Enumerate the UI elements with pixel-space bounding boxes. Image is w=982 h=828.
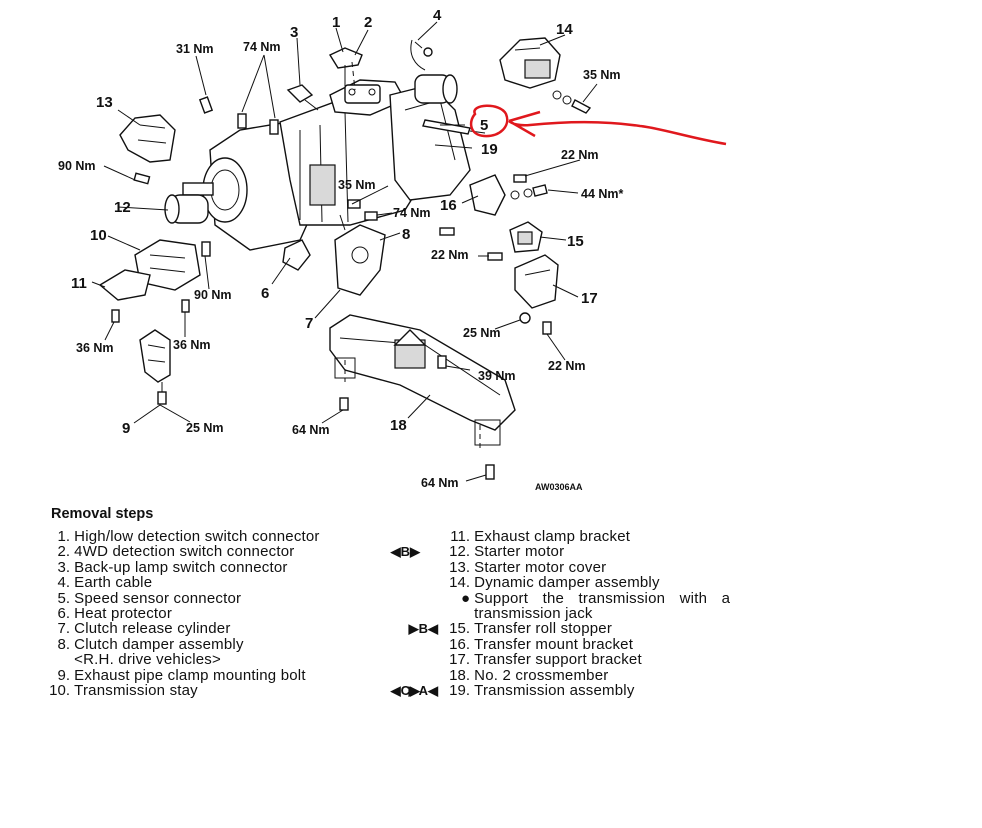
clutch-release-cylinder-7 — [334, 214, 386, 296]
red-arrow — [508, 110, 727, 146]
step-row: 12. Starter motor — [449, 543, 565, 561]
bullet-icon: ● — [460, 589, 470, 607]
earth-cable-4 — [410, 39, 433, 71]
service-mark-a: ▶A◀ — [408, 682, 438, 698]
starter-motor-cover-13 — [119, 114, 176, 163]
step-row: ● Support the transmission with a — [440, 589, 760, 607]
callout-8: 8 — [402, 226, 410, 243]
callout-5: 5 — [480, 117, 488, 134]
leader-lines — [91, 21, 598, 482]
step-row: ▶B◀15. Transfer roll stopper — [408, 620, 613, 638]
step-row: 17. Transfer support bracket — [449, 651, 642, 669]
transfer-support-bracket-17 — [514, 254, 559, 309]
service-mark-b: ▶B◀ — [408, 621, 438, 637]
callout-18: 18 — [390, 417, 407, 434]
steps-left-column: 1. High/low detection switch connector 2… — [40, 528, 420, 699]
torque-90-lower: 90 Nm — [194, 288, 232, 302]
torque-22-lower: 22 Nm — [548, 359, 586, 373]
step-row: 16. Transfer mount bracket — [449, 635, 634, 653]
fasteners — [111, 96, 552, 480]
removal-steps-title: Removal steps — [51, 506, 154, 522]
callout-17: 17 — [581, 290, 598, 307]
step-row: 3. Back-up lamp switch connector — [57, 558, 288, 576]
step-row: 5. Speed sensor connector — [57, 589, 242, 607]
torque-25-right: 25 Nm — [463, 326, 501, 340]
torque-36-right: 36 Nm — [173, 338, 211, 352]
step-row: 4. Earth cable — [57, 574, 153, 592]
callout-13: 13 — [96, 94, 113, 111]
torque-44: 44 Nm* — [581, 187, 624, 201]
step-row: <R.H. drive vehicles> — [74, 651, 221, 669]
torque-64-left: 64 Nm — [292, 423, 330, 437]
torque-labels: 31 Nm 74 Nm 35 Nm 90 Nm 22 Nm 44 Nm* 35 … — [58, 40, 624, 492]
step-row: 13. Starter motor cover — [449, 558, 607, 576]
callout-12: 12 — [114, 199, 131, 216]
red-annotation — [469, 104, 727, 146]
exhaust-clamp-bracket-11 — [98, 269, 151, 301]
callout-4: 4 — [433, 7, 442, 24]
torque-36-left: 36 Nm — [76, 341, 114, 355]
callout-15: 15 — [567, 233, 584, 250]
step-row: 2. 4WD detection switch connector◀B▶ — [57, 543, 420, 561]
exploded-transmission-diagram: 1 2 3 4 5 6 7 8 9 10 11 12 13 14 15 16 1… — [58, 7, 727, 492]
torque-35-right: 35 Nm — [583, 68, 621, 82]
callout-7: 7 — [305, 315, 313, 332]
step-row: 14. Dynamic damper assembly — [449, 574, 660, 592]
torque-22-mid: 22 Nm — [431, 248, 469, 262]
removal-steps: Removal steps 1. High/low detection swit… — [0, 505, 982, 705]
torque-74-mid: 74 Nm — [393, 206, 431, 220]
step-row: 11. Exhaust clamp bracket — [450, 528, 631, 545]
torque-31: 31 Nm — [176, 42, 214, 56]
transfer-mount-bracket-16 — [469, 174, 548, 216]
step-row: transmission jack — [474, 604, 593, 622]
torque-64-bottom: 64 Nm — [421, 476, 459, 490]
step-row: 9. Exhaust pipe clamp mounting bolt — [57, 666, 306, 684]
crossmember-18 — [329, 314, 516, 450]
exhaust-pipe-clamp-9 — [139, 329, 171, 400]
callout-9: 9 — [122, 420, 130, 437]
torque-39: 39 Nm — [478, 369, 516, 383]
step-row: 8. Clutch damper assembly — [57, 635, 244, 653]
service-mark-c: ◀C▶ — [390, 682, 420, 698]
torque-25-left: 25 Nm — [186, 421, 224, 435]
callout-10: 10 — [90, 227, 107, 244]
heat-protector-6 — [282, 239, 311, 271]
step-row: 18. No. 2 crossmember — [449, 666, 609, 684]
service-mark-b: ◀B▶ — [390, 544, 420, 560]
connector-3 — [286, 84, 319, 111]
figure-code: AW0306AA — [535, 482, 583, 492]
torque-74-top: 74 Nm — [243, 40, 281, 54]
step-row: 10. Transmission stay◀C▶ — [49, 681, 420, 699]
torque-35-mid: 35 Nm — [338, 178, 376, 192]
step-row: 7. Clutch release cylinder — [57, 620, 231, 638]
dynamic-damper-14 — [499, 37, 592, 114]
callout-11: 11 — [71, 275, 87, 292]
step-row: 6. Heat protector — [57, 604, 173, 622]
callout-1: 1 — [332, 14, 340, 31]
starter-motor-12 — [164, 194, 209, 224]
step-row: 1. High/low detection switch connector — [57, 528, 320, 545]
callout-numbers: 1 2 3 4 5 6 7 8 9 10 11 12 13 14 15 16 1… — [71, 7, 598, 437]
callout-14: 14 — [556, 21, 573, 38]
transfer-roll-stopper-15 — [509, 221, 543, 253]
red-circle-around-5 — [469, 104, 509, 138]
step-row: ▶A◀19. Transmission assembly — [408, 681, 635, 699]
callout-3: 3 — [290, 24, 298, 41]
callout-2: 2 — [364, 14, 372, 31]
callout-6: 6 — [261, 285, 269, 302]
steps-right-column: 11. Exhaust clamp bracket 12. Starter mo… — [408, 528, 760, 699]
torque-22-upper: 22 Nm — [561, 148, 599, 162]
callout-16: 16 — [440, 197, 457, 214]
callout-19: 19 — [481, 141, 498, 158]
torque-90-left: 90 Nm — [58, 159, 96, 173]
transmission-assembly-illustration — [182, 74, 471, 251]
